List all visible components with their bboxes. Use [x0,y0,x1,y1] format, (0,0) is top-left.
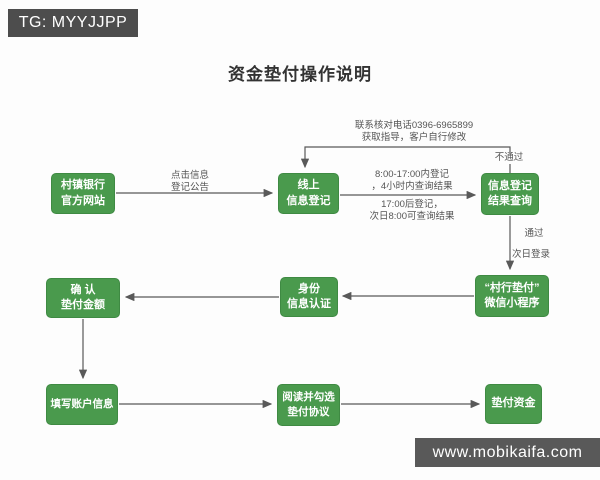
node-label: 信息登记 [488,179,532,192]
edge-label-hours-day: 8:00-17:00内登记 ，4小时内查询结果 [371,169,453,192]
node-account-info: 填写账户信息 [46,384,118,425]
node-label: 线上 [297,179,320,192]
node-label: 填写账户信息 [50,398,114,411]
node-label: 身份 [298,282,320,295]
tg-badge: TG: MYYJJPP [8,9,138,37]
node-agreement: 阅读并勾选 垫付协议 [277,384,340,426]
node-mini-program: “村行垫付” 微信小程序 [475,275,549,317]
edge-label-fail: 不通过 [492,152,526,164]
node-label: 垫付协议 [287,406,330,418]
node-label: 微信小程序 [484,297,540,309]
edge-label-click-info: 点击信息 登记公告 [170,170,210,193]
node-label: 垫付资金 [491,397,536,410]
node-online-registration: 线上 信息登记 [278,173,339,214]
node-identity-auth: 身份 信息认证 [280,277,338,317]
node-bank-website: 村镇银行 官方网站 [51,173,115,214]
node-label: 官方网站 [61,194,105,207]
node-confirm-amount: 确 认 垫付金额 [46,278,120,318]
node-label: 结果查询 [488,195,532,207]
edge-label-pass: 通过 [524,228,544,239]
node-label: 确 认 [70,283,96,296]
node-result-query: 信息登记 结果查询 [481,173,539,215]
node-label: 阅读并勾选 [282,391,335,404]
page-title: 资金垫付操作说明 [228,65,372,84]
node-label: 村镇银行 [61,179,105,192]
node-advance-funds: 垫付资金 [485,384,542,424]
edge-label-contact-phone: 联系核对电话0396-6965899 获取指导，客户自行修改 [354,120,474,143]
node-label: “村行垫付” [484,281,540,294]
edge-label-next-day: 次日登录 [511,249,551,260]
edge-label-hours-night: 17:00后登记， 次日8:00可查询结果 [369,199,455,222]
node-label: 垫付金额 [61,299,105,311]
node-label: 信息登记 [286,194,331,207]
node-label: 信息认证 [287,298,331,310]
watermark-badge: www.mobikaifa.com [415,438,600,467]
